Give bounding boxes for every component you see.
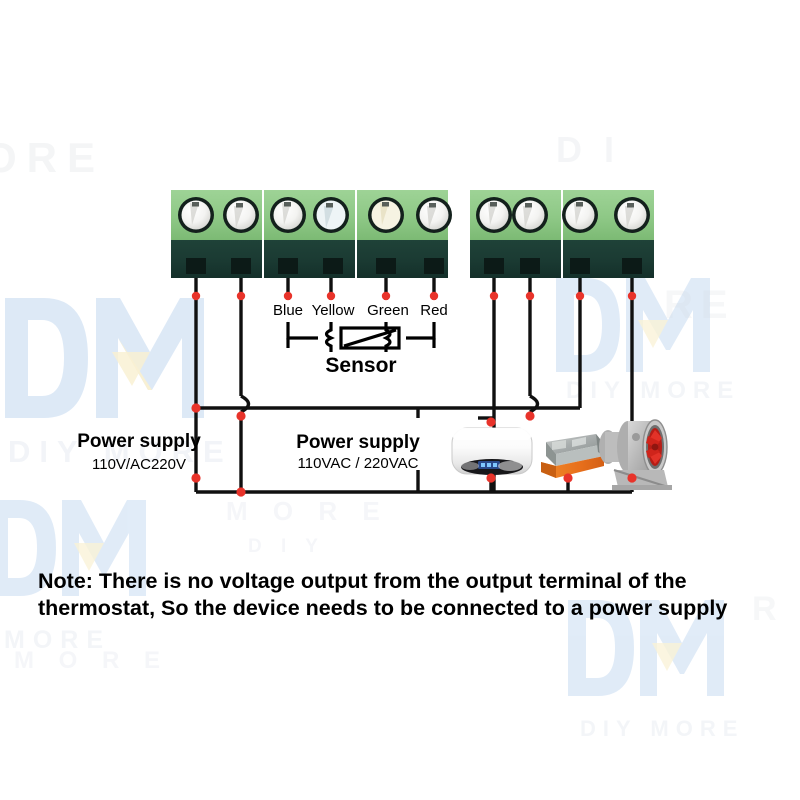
watermark-lower-left: MORE (0, 500, 146, 654)
note-block: Note: There is no voltage output from th… (38, 569, 727, 620)
heating-element-icon (541, 434, 604, 478)
svg-text:D I: D I (556, 129, 620, 170)
terminal-screw[interactable] (562, 197, 598, 233)
watermark-mid-right: RE (664, 283, 736, 327)
watermark-center-right: DIY MORE (556, 278, 740, 404)
terminal-screw[interactable] (313, 197, 349, 233)
junction-dots-top (191, 291, 637, 301)
svg-text:DIY MORE: DIY MORE (566, 377, 740, 404)
terminal-screw[interactable] (178, 197, 214, 233)
watermark-center-left: DIY MORE (5, 298, 233, 469)
water-heater-icon (451, 427, 533, 475)
sensor-title: Sensor (325, 354, 396, 377)
sensor-label-yellow: Yellow (312, 302, 355, 319)
terminal-screw[interactable] (223, 197, 259, 233)
svg-text:ORE: ORE (0, 134, 105, 181)
watermark-top-left: ORE (0, 134, 105, 181)
left-power-supply-voltage: 110V/AC220V (92, 456, 186, 473)
svg-text:M O R E: M O R E (226, 496, 389, 526)
right-power-supply-title: Power supply (296, 432, 420, 453)
svg-text:R: R (752, 590, 777, 628)
left-terminal-block[interactable] (171, 190, 452, 278)
junction-dots-bottom (191, 403, 637, 497)
svg-text:RE: RE (664, 283, 736, 327)
thermistor-symbol (286, 322, 436, 352)
left-power-supply-title: Power supply (77, 431, 201, 452)
watermark-bottom-left: M O R E (14, 647, 169, 674)
sensor-label-green: Green (367, 302, 409, 319)
sensor-label-red: Red (420, 302, 448, 319)
watermark-layer: ORE D I DIY MORE DIY MORE (0, 129, 777, 741)
terminal-group[interactable] (264, 190, 355, 278)
terminal-group[interactable] (357, 190, 452, 278)
sensor-label-blue: Blue (273, 302, 303, 319)
svg-text:DIY MORE: DIY MORE (8, 434, 233, 469)
fan-blades (646, 428, 662, 466)
svg-text:D I Y: D I Y (248, 536, 325, 557)
terminal-screw[interactable] (614, 197, 650, 233)
terminal-screw[interactable] (512, 197, 548, 233)
svg-text:M O R E: M O R E (14, 647, 169, 674)
terminal-screw[interactable] (270, 197, 306, 233)
sensor-section: Blue Yellow Green Red Senso (273, 302, 448, 377)
terminal-screw[interactable] (368, 197, 404, 233)
terminal-group[interactable] (470, 190, 561, 278)
terminal-group[interactable] (562, 190, 654, 278)
right-terminal-block[interactable] (470, 190, 654, 278)
terminal-screw[interactable] (416, 197, 452, 233)
watermark-top-right: D I (556, 129, 620, 170)
watermark-lower-right: DIY MORE (568, 600, 744, 741)
watermark-lower-center: M O R E D I Y (226, 496, 389, 557)
terminal-screw[interactable] (476, 197, 512, 233)
right-power-supply: Power supply 110VAC / 220VAC (296, 432, 420, 472)
svg-text:DIY MORE: DIY MORE (580, 716, 744, 741)
watermark-far-right: R (752, 590, 777, 628)
svg-text:MORE: MORE (4, 626, 111, 654)
right-power-supply-voltage: 110VAC / 220VAC (298, 455, 419, 472)
note-line-1: Note: There is no voltage output from th… (38, 569, 687, 593)
left-power-supply: Power supply 110V/AC220V (77, 431, 201, 473)
terminal-group[interactable] (171, 190, 262, 278)
blower-fan-icon (599, 419, 672, 490)
note-line-2: thermostat, So the device needs to be co… (38, 596, 727, 620)
